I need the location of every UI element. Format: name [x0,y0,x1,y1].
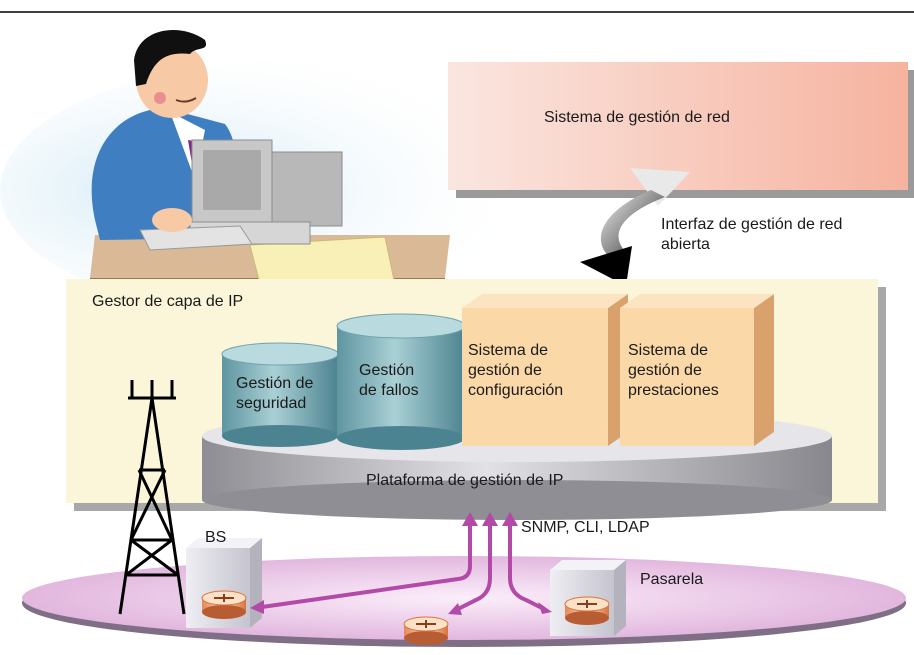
configuration-system-label: Sistema de gestión de configuración [468,342,564,399]
arrow-heads [250,512,552,615]
arrow-to-gateway [508,520,543,610]
security-management-label: Gestión de seguridad [236,375,314,412]
security-management-cylinder [221,342,339,447]
performance-system-label: Sistema de gestión de prestaciones [628,342,719,399]
open-interface-label: Interfaz de gestión de red abierta [661,216,843,253]
ip-platform-label: Plataforma de gestión de IP [366,472,564,489]
gateway-router-icon [564,596,610,625]
bs-router-icon [201,590,247,619]
network-management-system-title: Sistema de gestión de red [544,109,730,126]
bs-label: BS [205,529,227,546]
gateway-label: Pasarela [640,571,704,588]
protocol-arrows [261,520,543,612]
performance-system-box [620,294,774,446]
fault-management-cylinder [336,313,466,450]
open-interface-arrow-icon [580,168,690,286]
arrow-to-router [455,520,492,612]
arrow-to-bs [261,520,472,609]
center-router-icon [403,616,449,645]
ip-layer-manager-title: Gestor de capa de IP [92,293,244,310]
configuration-system-box [462,294,628,446]
protocols-label: SNMP, CLI, LDAP [521,519,650,536]
ip-network-ellipse [22,556,906,647]
fault-management-label: Gestión de fallos [359,362,419,399]
antenna-tower-icon [118,380,186,615]
